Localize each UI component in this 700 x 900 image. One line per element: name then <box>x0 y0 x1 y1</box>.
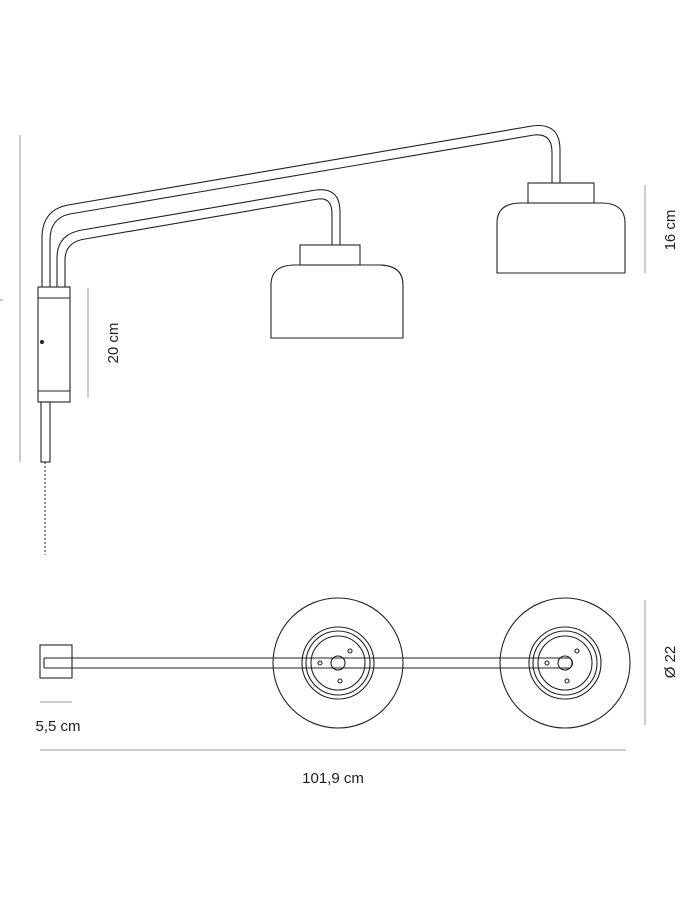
inner-arm <box>56 189 341 287</box>
shade-top-left <box>272 597 404 729</box>
outer-arm <box>41 124 561 287</box>
wall-mount <box>37 286 71 403</box>
diameter-label: Ø 22 <box>662 646 679 679</box>
power-cord <box>40 401 51 555</box>
shade-left <box>270 244 404 339</box>
shade-right <box>496 182 626 274</box>
arm-top <box>44 657 574 669</box>
top-view: Ø 22 5,5 cm 101,9 cm <box>35 597 679 787</box>
shade-top-right <box>499 597 631 729</box>
arm-height-label: 20 cm <box>105 323 122 364</box>
shade-height-label: 16 cm <box>662 210 679 251</box>
wall-depth-label: 5,5 cm <box>35 718 80 735</box>
wall-plate <box>39 644 73 679</box>
total-width-label: 101,9 cm <box>302 770 364 787</box>
side-view: 20 cm 16 cm <box>0 124 679 555</box>
switch-dot <box>40 340 44 344</box>
